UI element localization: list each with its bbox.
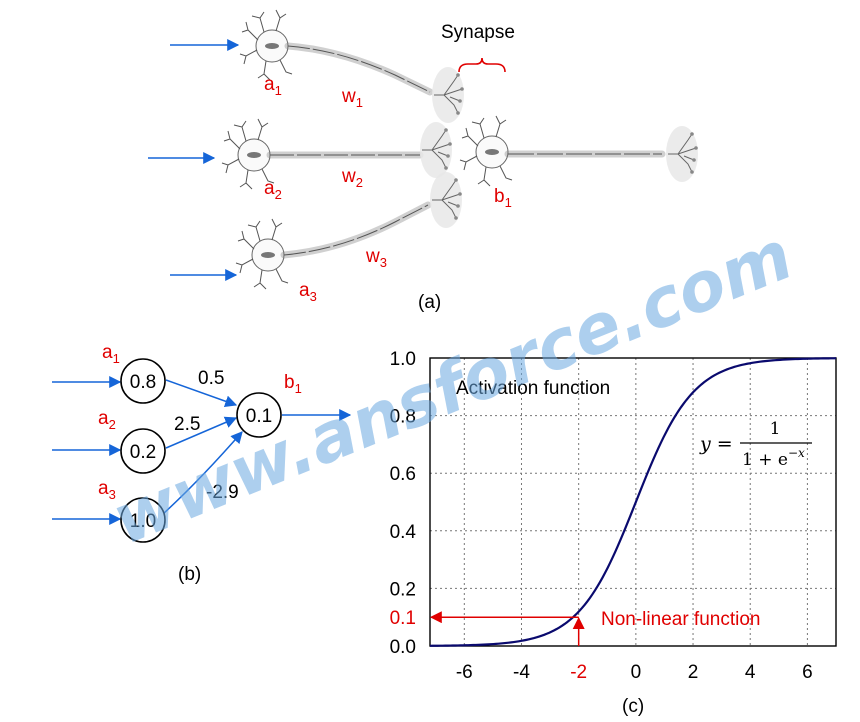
y-tick-label: 0.4 (390, 522, 417, 543)
svg-text:1.0: 1.0 (130, 511, 156, 532)
x-tick-label: -4 (513, 662, 530, 683)
caption-c: (c) (622, 696, 644, 717)
y-tick-label: 0.8 (390, 407, 416, 428)
y-tick-label: 0.6 (390, 464, 416, 485)
node-label-a2: a2 (98, 408, 116, 432)
svg-text:0.2: 0.2 (130, 442, 156, 463)
neuron-a1 (239, 9, 465, 124)
svg-text:0.1: 0.1 (246, 406, 272, 427)
connection-a3-b1 (162, 431, 243, 515)
panel-b-network-diagram: 0.8 0.2 1.0 0.1 a1 a2 a3 b1 0.5 2.5 -2.9… (52, 342, 352, 585)
y-tick-labels: 0.0 0.2 0.4 0.6 0.8 1.0 0.1 (390, 349, 417, 658)
node-label-a3: a3 (98, 478, 116, 502)
node-b1: 0.1 (236, 392, 282, 438)
label-a1: a1 (264, 74, 282, 98)
sigmoid-formula: y = 1 1 + e−x (699, 419, 812, 470)
y-tick-label: 1.0 (390, 349, 416, 370)
panel-c-activation-chart: 0.0 0.2 0.4 0.6 0.8 1.0 0.1 -6 -4 -2 0 2 4 6 Non-lin… (390, 349, 837, 717)
chart-title: Activation function (456, 378, 610, 399)
label-a2: a2 (264, 178, 282, 202)
caption-b: (b) (178, 564, 201, 585)
x-tick-label: 2 (688, 662, 699, 683)
panel-a-neuron-diagram: Synapse a1 a2 a3 b1 w1 w2 w3 (a) (148, 9, 699, 313)
x-annotation-label: -2 (570, 662, 587, 683)
chart-grid (430, 357, 836, 647)
weight-label-3: -2.9 (206, 482, 239, 503)
label-w3: w3 (365, 246, 387, 270)
connection-a1-b1 (165, 379, 238, 408)
y-tick-label: 0.0 (390, 637, 416, 658)
node-label-a1: a1 (102, 342, 120, 366)
node-a3: 1.0 (120, 497, 166, 543)
plot-frame (429, 357, 837, 647)
x-tick-labels: -6 -4 -2 0 2 4 6 (456, 662, 813, 683)
neuron-b1 (459, 115, 699, 187)
svg-text:0.8: 0.8 (130, 372, 156, 393)
sigmoid-curve (429, 357, 837, 647)
annotation-text: Non-linear function (601, 609, 760, 630)
x-tick-label: 4 (745, 662, 756, 683)
neuron-a2 (221, 118, 453, 190)
y-tick-label: 0.2 (390, 579, 416, 600)
weight-label-2: 2.5 (174, 414, 200, 435)
svg-text:1 + e−x: 1 + e−x (742, 446, 805, 470)
node-a2: 0.2 (120, 428, 166, 474)
synapse-label: Synapse (441, 22, 515, 43)
x-tick-label: 6 (802, 662, 813, 683)
label-a3: a3 (299, 280, 317, 304)
connection-a2-b1 (165, 416, 238, 449)
svg-text:y =: y = (699, 433, 733, 455)
weight-label-1: 0.5 (198, 368, 224, 389)
label-w2: w2 (341, 166, 363, 190)
synapse-brace (458, 57, 506, 73)
label-b1: b1 (494, 186, 512, 210)
x-tick-label: 0 (631, 662, 642, 683)
neuron-a3 (235, 171, 463, 290)
label-w1: w1 (341, 86, 363, 110)
node-label-b1: b1 (284, 372, 302, 396)
y-annotation-label: 0.1 (390, 608, 416, 629)
x-tick-label: -6 (456, 662, 473, 683)
node-a1: 0.8 (120, 358, 166, 404)
svg-text:1: 1 (770, 419, 781, 439)
caption-a: (a) (418, 292, 441, 313)
